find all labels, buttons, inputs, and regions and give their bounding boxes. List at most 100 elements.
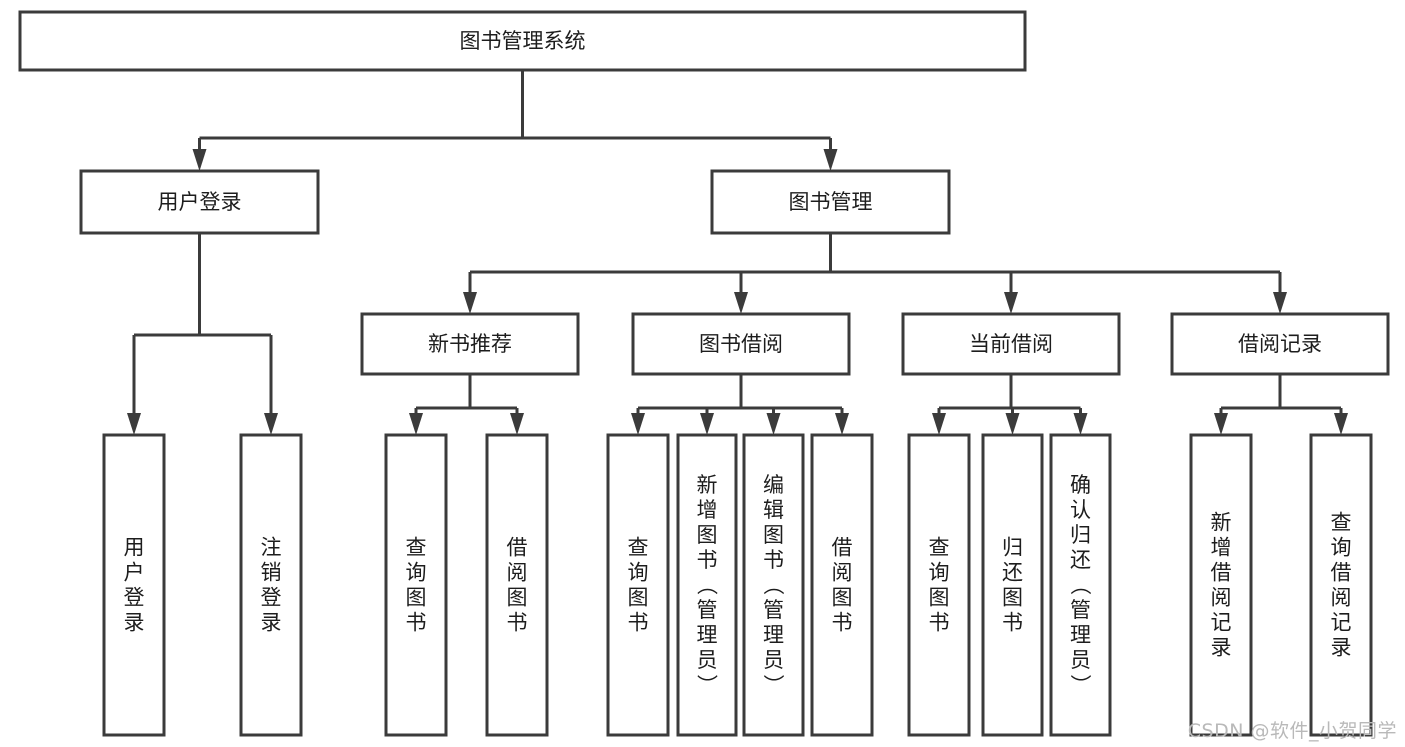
svg-text:）: ） (761, 674, 785, 695)
svg-text:录: 录 (124, 611, 145, 635)
arrow-down-icon (700, 413, 714, 435)
svg-text:借: 借 (832, 536, 853, 560)
svg-text:记: 记 (1331, 611, 1352, 635)
node-label-borrow-record: 借阅记录 (1238, 332, 1322, 356)
svg-text:理: 理 (697, 623, 718, 647)
svg-text:）: ） (695, 674, 719, 695)
svg-text:图: 图 (763, 523, 784, 547)
node-box-user-login-do[interactable] (102, 433, 166, 737)
svg-text:编: 编 (763, 473, 784, 497)
svg-text:登: 登 (124, 586, 145, 610)
svg-text:书: 书 (832, 611, 853, 635)
arrow-down-icon (1005, 413, 1020, 435)
node-box-cur-return-book[interactable] (981, 433, 1044, 737)
arrow-down-icon (1073, 413, 1088, 435)
svg-text:）: ） (1068, 674, 1092, 695)
node-box-current-borrow[interactable] (901, 312, 1121, 376)
svg-text:书: 书 (628, 611, 649, 635)
node-box-rec-borrow-book[interactable] (485, 433, 549, 737)
arrow-down-icon (631, 413, 645, 435)
arrow-down-icon (463, 292, 477, 314)
node-box-borrow-add-book[interactable] (676, 433, 738, 737)
arrow-down-icon (127, 413, 141, 435)
node-box-borrow-borrow-book[interactable] (810, 433, 874, 737)
node-box-borrow-edit-book[interactable] (742, 433, 805, 737)
arrow-down-icon (766, 413, 781, 435)
svg-text:询: 询 (929, 561, 950, 585)
svg-text:借: 借 (1211, 561, 1232, 585)
svg-text:阅: 阅 (507, 561, 528, 585)
svg-text:图: 图 (507, 586, 528, 610)
svg-text:录: 录 (261, 611, 282, 635)
node-label-book-borrow: 图书借阅 (699, 332, 783, 356)
svg-text:查: 查 (929, 536, 950, 560)
svg-text:辑: 辑 (763, 498, 784, 522)
node-box-borrow-query-book[interactable] (606, 433, 670, 737)
svg-text:员: 员 (697, 648, 718, 672)
svg-text:书: 书 (406, 611, 427, 635)
arrow-down-icon (835, 413, 849, 435)
arrow-down-icon (264, 413, 278, 435)
arrow-down-icon (823, 149, 838, 171)
svg-text:增: 增 (697, 498, 718, 522)
node-box-user-logout[interactable] (239, 433, 303, 737)
svg-text:（: （ (761, 574, 785, 595)
svg-text:员: 员 (763, 648, 784, 672)
svg-text:新: 新 (1211, 511, 1232, 535)
svg-text:借: 借 (1331, 561, 1352, 585)
node-label-user-login: 用户登录 (158, 190, 242, 214)
node-box-root[interactable] (18, 10, 1027, 72)
svg-text:询: 询 (628, 561, 649, 585)
svg-text:还: 还 (1002, 561, 1023, 585)
svg-text:询: 询 (406, 561, 427, 585)
arrow-down-icon (1273, 292, 1287, 314)
svg-text:书: 书 (763, 548, 784, 572)
node-box-user-login[interactable] (79, 169, 320, 235)
svg-text:还: 还 (1070, 548, 1091, 572)
svg-text:认: 认 (1070, 498, 1091, 522)
node-box-rec-query-record[interactable] (1309, 433, 1373, 737)
svg-text:管: 管 (697, 598, 718, 622)
node-label-current-borrow: 当前借阅 (969, 332, 1053, 356)
node-label-root: 图书管理系统 (460, 29, 586, 53)
svg-text:图: 图 (929, 586, 950, 610)
svg-text:增: 增 (1211, 536, 1232, 560)
svg-text:图: 图 (406, 586, 427, 610)
svg-text:书: 书 (507, 611, 528, 635)
node-box-book-borrow[interactable] (631, 312, 851, 376)
arrow-down-icon (1004, 292, 1018, 314)
svg-text:阅: 阅 (832, 561, 853, 585)
arrow-down-icon (1334, 413, 1348, 435)
node-box-borrow-record[interactable] (1170, 312, 1390, 376)
svg-text:询: 询 (1331, 536, 1352, 560)
svg-text:图: 图 (697, 523, 718, 547)
arrow-down-icon (192, 149, 207, 171)
node-label-new-book-rec: 新书推荐 (428, 332, 512, 356)
node-box-book-manage[interactable] (710, 169, 951, 235)
svg-text:录: 录 (1331, 636, 1352, 660)
svg-text:查: 查 (1331, 511, 1352, 535)
svg-text:用: 用 (124, 536, 145, 560)
svg-text:（: （ (695, 574, 719, 595)
svg-text:查: 查 (406, 536, 427, 560)
node-box-cur-confirm-return[interactable] (1049, 433, 1112, 737)
svg-text:户: 户 (124, 561, 145, 585)
node-label-book-manage: 图书管理 (789, 190, 873, 214)
node-box-new-book-rec[interactable] (360, 312, 580, 376)
node-box-rec-query-book[interactable] (384, 433, 448, 737)
node-box-rec-add-record[interactable] (1189, 433, 1253, 737)
node-box-cur-query-book[interactable] (907, 433, 971, 737)
svg-text:注: 注 (261, 536, 282, 560)
svg-text:员: 员 (1070, 648, 1091, 672)
svg-text:图: 图 (1002, 586, 1023, 610)
svg-text:借: 借 (507, 536, 528, 560)
watermark-text: CSDN @软件_小贺同学 (1187, 720, 1397, 742)
svg-text:归: 归 (1070, 523, 1091, 547)
